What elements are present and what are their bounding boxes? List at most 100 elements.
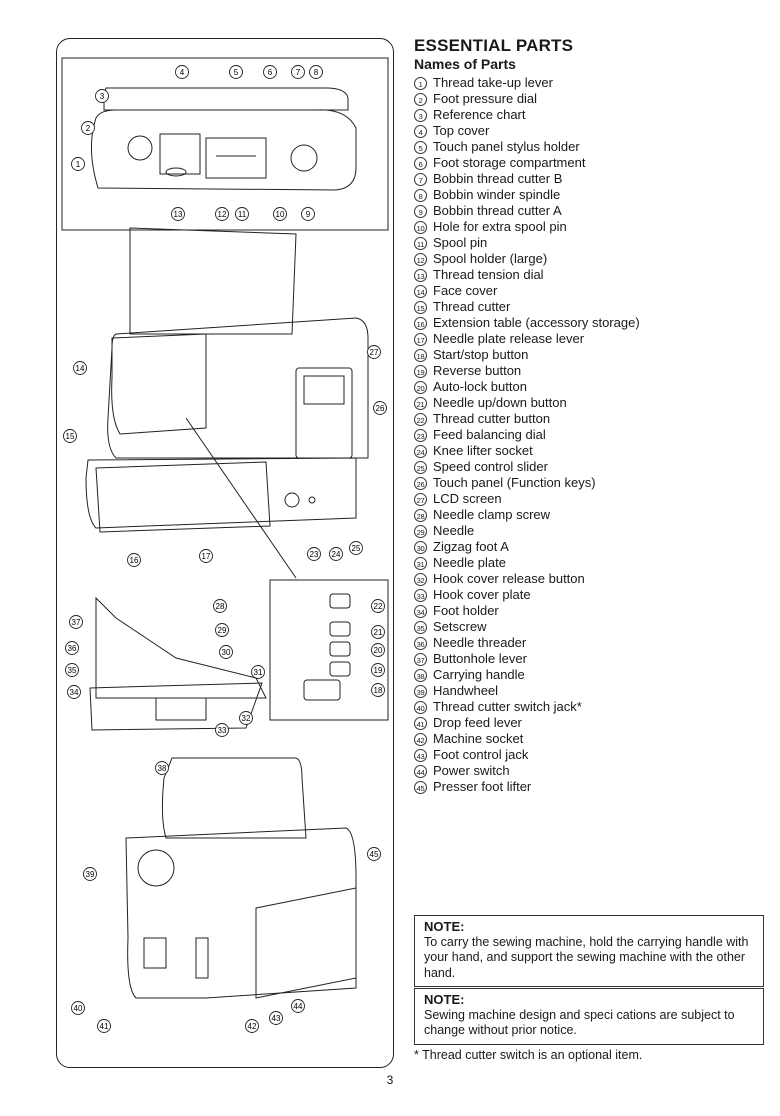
- part-item: 1 Thread take-up lever: [414, 75, 764, 91]
- callout-40: 40: [71, 1001, 85, 1015]
- part-label: Presser foot lifter: [433, 779, 532, 794]
- callout-number: 19: [374, 666, 383, 675]
- callout-34: 34: [67, 685, 81, 699]
- callout-7: 7: [291, 65, 305, 79]
- callout-24: 24: [329, 547, 343, 561]
- callout-27: 27: [367, 345, 381, 359]
- callout-number: 35: [68, 666, 77, 675]
- rear-body-shape: [125, 827, 357, 999]
- part-number: 18: [414, 348, 427, 362]
- callout-38: 38: [155, 761, 169, 775]
- leader-line-panel: [185, 417, 297, 579]
- part-label: Hook cover release button: [433, 571, 585, 586]
- callout-number: 37: [72, 618, 81, 627]
- callout-number: 2: [86, 124, 91, 133]
- part-label: Thread take-up lever: [433, 75, 553, 90]
- callout-number: 22: [374, 602, 383, 611]
- callout-23: 23: [307, 547, 321, 561]
- part-label: Speed control slider: [433, 459, 548, 474]
- part-number: 1: [414, 76, 427, 90]
- part-number: 43: [414, 748, 427, 762]
- callout-number: 12: [218, 210, 227, 219]
- part-number: 38: [414, 668, 427, 682]
- part-number: 39: [414, 684, 427, 698]
- callout-37: 37: [69, 615, 83, 629]
- part-label: Extension table (accessory storage): [433, 315, 640, 330]
- part-number: 13: [414, 268, 427, 282]
- part-number: 27: [414, 492, 427, 506]
- part-number: 32: [414, 572, 427, 586]
- footnote: * Thread cutter switch is an optional it…: [414, 1048, 643, 1062]
- part-label: Knee lifter socket: [433, 443, 533, 458]
- callout-11: 11: [235, 207, 249, 221]
- part-label: Buttonhole lever: [433, 651, 527, 666]
- part-number: 35: [414, 620, 427, 634]
- part-number: 4: [414, 124, 427, 138]
- part-label: Bobbin thread cutter A: [433, 203, 562, 218]
- callout-number: 26: [376, 404, 385, 413]
- callout-28: 28: [213, 599, 227, 613]
- callout-number: 9: [306, 210, 311, 219]
- part-number: 41: [414, 716, 427, 730]
- part-item: 45 Presser foot lifter: [414, 779, 764, 795]
- socket-panel-shape: [195, 937, 209, 979]
- callout-number: 45: [370, 850, 379, 859]
- callout-number: 1: [76, 160, 81, 169]
- part-number: 20: [414, 380, 427, 394]
- part-number: 36: [414, 636, 427, 650]
- callout-15: 15: [63, 429, 77, 443]
- callout-number: 11: [238, 210, 247, 219]
- callout-42: 42: [245, 1019, 259, 1033]
- callout-2: 2: [81, 121, 95, 135]
- part-label: Spool pin: [433, 235, 488, 250]
- callout-number: 20: [374, 646, 383, 655]
- part-label: Bobbin winder spindle: [433, 187, 561, 202]
- callout-44: 44: [291, 999, 305, 1013]
- function-panel-inset: [269, 579, 389, 721]
- callout-10: 10: [273, 207, 287, 221]
- callout-41: 41: [97, 1019, 111, 1033]
- autolock-button-shape: [329, 641, 351, 657]
- callout-number: 23: [310, 550, 319, 559]
- callout-number: 27: [370, 348, 379, 357]
- part-number: 45: [414, 780, 427, 794]
- tension-dial-shape: [165, 167, 187, 177]
- part-number: 33: [414, 588, 427, 602]
- callout-number: 5: [234, 68, 239, 77]
- needle-area-shape: [95, 596, 267, 699]
- illustration-frame: [56, 38, 394, 1068]
- callout-number: 25: [352, 544, 361, 553]
- callout-12: 12: [215, 207, 229, 221]
- part-number: 29: [414, 524, 427, 538]
- part-label: Foot pressure dial: [433, 91, 538, 106]
- part-label: Drop feed lever: [433, 715, 522, 730]
- part-label: Touch panel stylus holder: [433, 139, 580, 154]
- part-label: Touch panel (Function keys): [433, 475, 596, 490]
- part-number: 5: [414, 140, 427, 154]
